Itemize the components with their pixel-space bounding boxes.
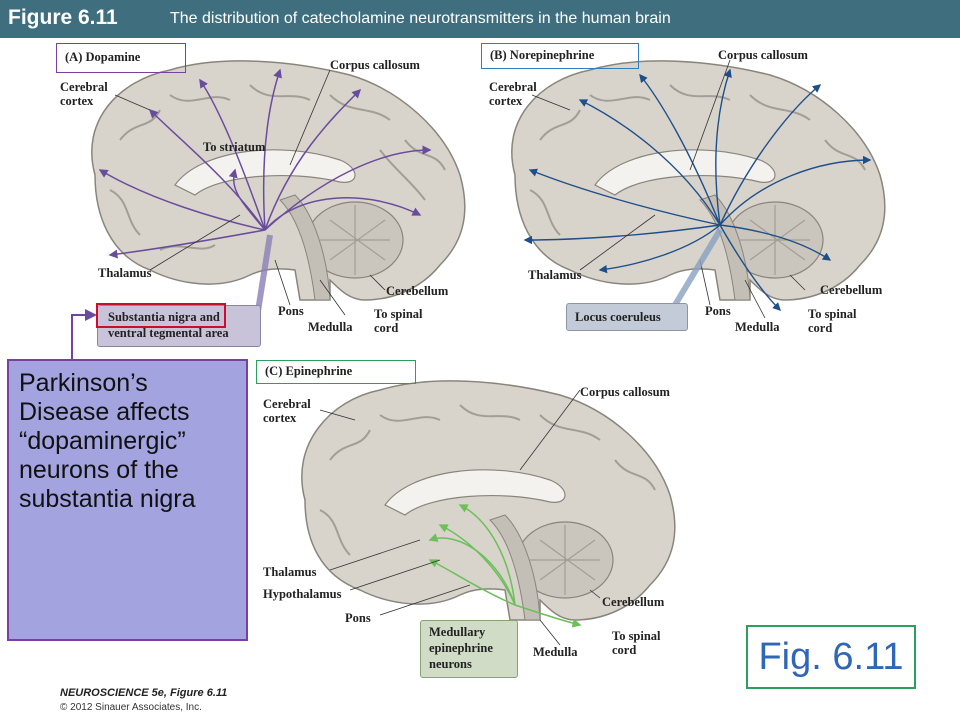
panel-a-medulla-label: Medulla — [308, 320, 353, 334]
panel-b-cerebellum-label: Cerebellum — [820, 283, 883, 297]
panel-c-medulla-label: Medulla — [533, 645, 578, 659]
panel-b-spinal-label-2: cord — [808, 321, 833, 335]
panel-b-origin-box: Locus coeruleus — [566, 303, 688, 331]
parkinsons-callout: Parkinson’s Disease affects “dopaminergi… — [7, 359, 248, 641]
panel-a-to-striatum-label: To striatum — [203, 140, 266, 154]
fig-reference: Fig. 6.11 — [746, 625, 916, 689]
panel-c-thalamus-label: Thalamus — [263, 565, 317, 579]
figure-caption: The distribution of catecholamine neurot… — [170, 10, 671, 27]
book-credit: NEUROSCIENCE 5e, Figure 6.11 — [60, 687, 228, 699]
panel-b-origin-label: Locus coeruleus — [575, 310, 661, 324]
panel-c-pons-label: Pons — [345, 611, 371, 625]
panel-b-pons-label: Pons — [705, 304, 731, 318]
panel-a-spinal-label-1: To spinal — [374, 307, 423, 321]
brain-b — [511, 60, 886, 311]
panel-c-title: (C) Epinephrine — [256, 360, 416, 384]
panel-b-title: (B) Norepinephrine — [481, 43, 639, 69]
brain-c — [301, 380, 676, 628]
panel-c-cerebellum-label: Cerebellum — [602, 595, 665, 609]
callout-connector — [71, 309, 97, 359]
panel-c-origin-label-3: neurons — [429, 657, 472, 671]
title-bar: Figure 6.11 The distribution of catechol… — [0, 0, 960, 38]
panel-a-thalamus-label: Thalamus — [98, 266, 152, 280]
panel-b-spinal-label-1: To spinal — [808, 307, 857, 321]
panel-c-cerebral-label-2: cortex — [263, 411, 297, 425]
panel-a-cerebral-label-1: Cerebral — [60, 80, 108, 94]
panel-a-origin-label-1: Substantia nigra and — [108, 310, 220, 324]
panel-a-origin-label-2: ventral tegmental area — [108, 326, 229, 340]
panel-a-cerebellum-label: Cerebellum — [386, 284, 449, 298]
panel-c-cerebral-label-1: Cerebral — [263, 397, 311, 411]
panel-a-pons-label: Pons — [278, 304, 304, 318]
panel-a-corpus-callosum-label: Corpus callosum — [330, 58, 420, 72]
panel-b-thalamus-label: Thalamus — [528, 268, 582, 282]
substantia-nigra-highlight — [96, 303, 226, 328]
panel-c-origin-box: Medullary epinephrine neurons — [420, 620, 518, 678]
panel-b-medulla-label: Medulla — [735, 320, 780, 334]
panel-c-corpus-callosum-label: Corpus callosum — [580, 385, 670, 399]
panel-a-cerebral-label-2: cortex — [60, 94, 94, 108]
panel-a-title: (A) Dopamine — [56, 43, 186, 73]
figure-number: Figure 6.11 — [8, 6, 118, 29]
parkinsons-callout-text: Parkinson’s Disease affects “dopaminergi… — [19, 369, 196, 513]
panel-a-spinal-label-2: cord — [374, 321, 399, 335]
panel-b-cerebral-label-1: Cerebral — [489, 80, 537, 94]
brain-a — [91, 60, 466, 301]
panel-c-origin-label-1: Medullary — [429, 625, 486, 639]
panel-c-hypothalamus-label: Hypothalamus — [263, 587, 342, 601]
panel-b-corpus-callosum-label: Corpus callosum — [718, 48, 808, 62]
panel-c-origin-label-2: epinephrine — [429, 641, 493, 655]
panel-c-spinal-label-2: cord — [612, 643, 637, 657]
panel-c-spinal-label-1: To spinal — [612, 629, 661, 643]
panel-b-cerebral-label-2: cortex — [489, 94, 523, 108]
copyright: © 2012 Sinauer Associates, Inc. — [60, 702, 202, 713]
